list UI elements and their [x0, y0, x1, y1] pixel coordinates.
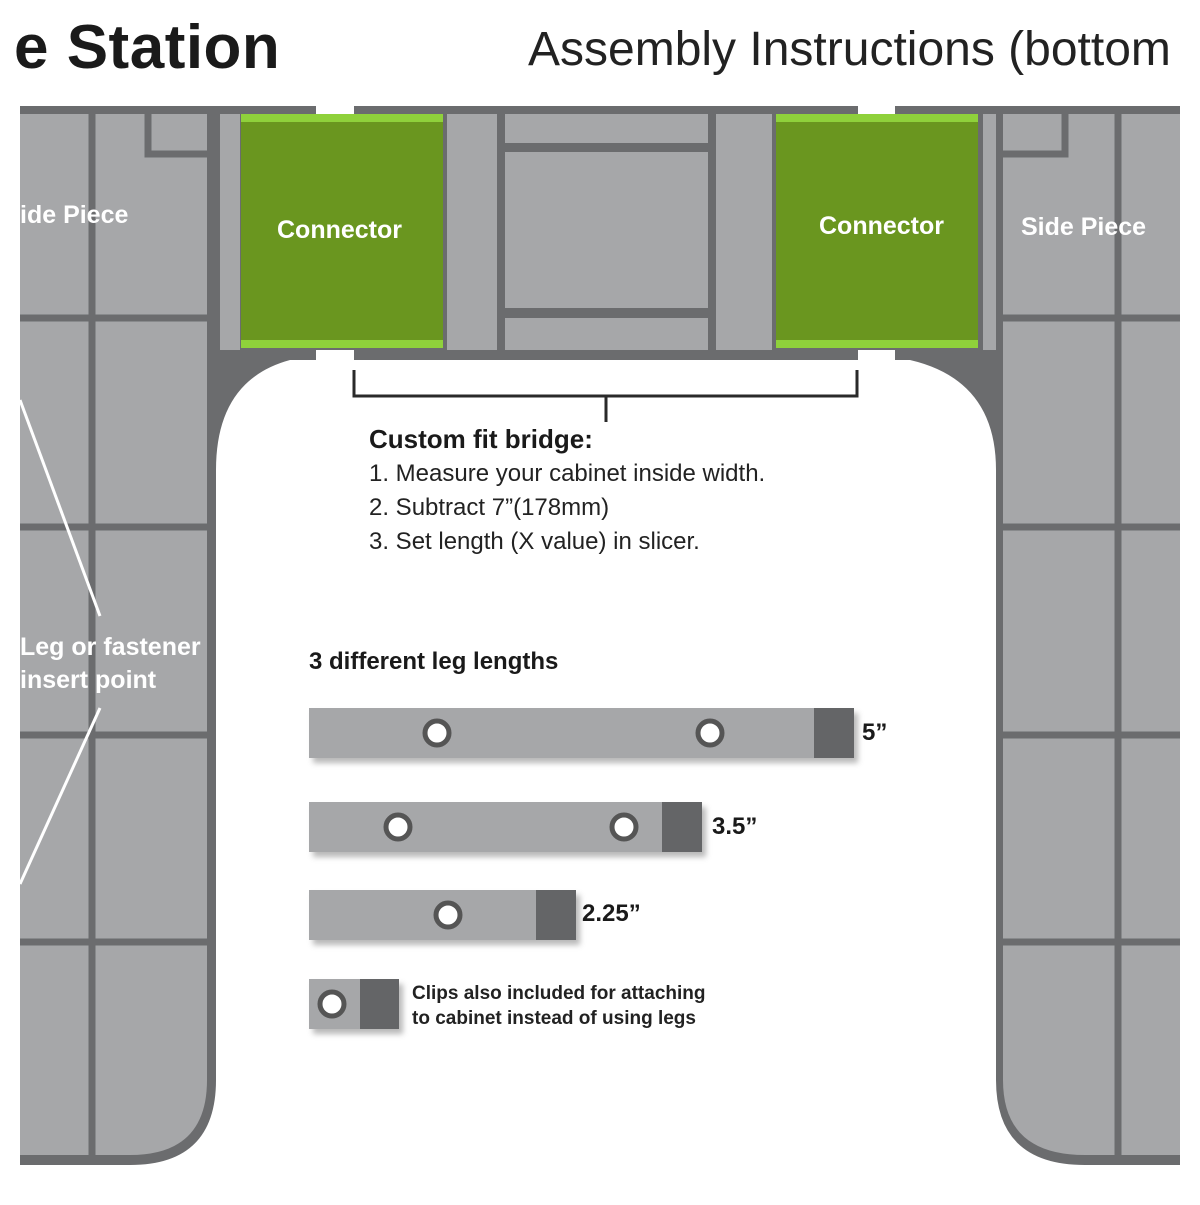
- right-side-piece: [895, 106, 1180, 1165]
- bridge-step: 2. Subtract 7”(178mm): [369, 494, 610, 521]
- clip: [309, 979, 399, 1029]
- leg-hole: [422, 718, 452, 748]
- bridge-step: 3. Set length (X value) in slicer.: [369, 528, 700, 555]
- right-grid-lines: [1003, 114, 1180, 1158]
- leg-hole: [609, 812, 639, 842]
- leg-5in: [309, 708, 854, 758]
- connector-left-label: Connector: [277, 216, 402, 244]
- leg-length-label: 3.5”: [712, 813, 758, 840]
- connector-right: [776, 114, 978, 348]
- bridge-title: Custom fit bridge:: [369, 424, 593, 454]
- clip-note-line-1: Clips also included for attaching: [412, 983, 706, 1004]
- clip-hole: [317, 989, 347, 1019]
- left-side-piece: [20, 106, 316, 1165]
- bridge-dimension-bracket: [352, 370, 859, 422]
- connector-right-label: Connector: [819, 212, 944, 240]
- right-side-piece-label: Side Piece: [1021, 213, 1147, 241]
- leg-hole: [695, 718, 725, 748]
- leg-2-25in: [309, 890, 576, 940]
- page-title: e Station: [14, 13, 281, 82]
- connector-left: [241, 114, 443, 348]
- leg-length-label: 2.25”: [582, 900, 641, 927]
- left-grid-lines: [20, 114, 207, 1158]
- legs-title: 3 different leg lengths: [309, 648, 559, 675]
- callout-line-2: insert point: [20, 666, 157, 694]
- clip-note-line-2: to cabinet instead of using legs: [412, 1008, 696, 1029]
- leg-length-label: 5”: [862, 719, 888, 746]
- left-side-piece-label: ide Piece: [20, 201, 129, 229]
- leg-3-5in: [309, 802, 702, 852]
- callout-leader-lines: [18, 399, 102, 885]
- callout-line-1: Leg or fastener: [20, 633, 201, 661]
- page-subtitle: Assembly Instructions (bottom: [528, 23, 1171, 76]
- leg-hole: [433, 900, 463, 930]
- leg-hole: [383, 812, 413, 842]
- bridge-step: 1. Measure your cabinet inside width.: [369, 460, 766, 487]
